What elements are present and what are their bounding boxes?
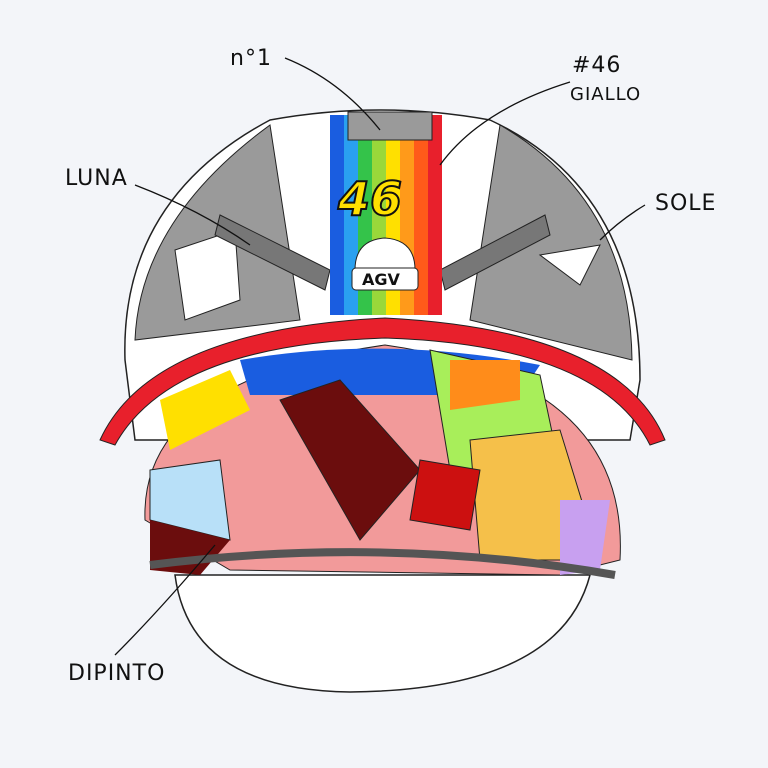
label-luna: LUNA: [65, 166, 128, 191]
luna-motif: [174, 229, 241, 321]
race-number: 46: [337, 172, 402, 226]
right-vent: [439, 214, 551, 291]
chin-opening: [174, 574, 591, 693]
agv-logo: AGV: [362, 270, 401, 289]
label-giallo: GIALLO: [570, 84, 641, 105]
label-dipinto: DIPINTO: [68, 661, 165, 686]
red-band: [99, 317, 666, 446]
label-n1: n°1: [230, 46, 272, 71]
label-46: #46: [572, 53, 621, 78]
sole-motif: [538, 244, 601, 286]
dipinto-painting: [144, 344, 621, 576]
lower-trim: [149, 548, 616, 579]
left-vent: [214, 214, 331, 291]
leader-lines: [114, 57, 646, 656]
label-sole: SOLE: [655, 191, 716, 216]
logo-badge: [354, 237, 416, 271]
